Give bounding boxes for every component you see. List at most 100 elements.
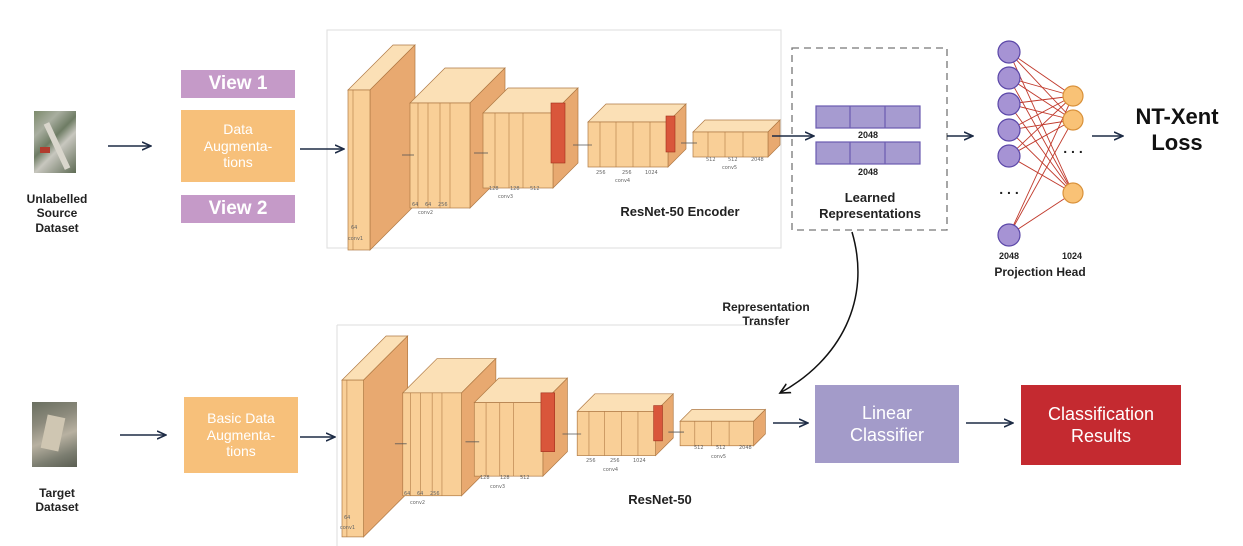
projection-out-label: 1024 — [1061, 251, 1083, 261]
encoder-tick-10: 512 — [706, 157, 716, 163]
network-tick-5: 128 — [500, 475, 510, 481]
encoder-tick-6: 512 — [530, 186, 540, 192]
network-stage-4 — [576, 392, 675, 457]
source-image-road — [43, 122, 71, 170]
encoder-tick-11: 512 — [728, 157, 738, 163]
projection-caption: Projection Head — [994, 265, 1086, 279]
network-stage-5-top — [679, 409, 767, 422]
encoder-tick-0: 64 — [351, 225, 358, 231]
network-tick-3: 256 — [430, 491, 440, 497]
input-node-1 — [997, 66, 1021, 90]
data-augmentations-box: Data Augmenta- tions — [181, 110, 295, 182]
network-tick-10: 512 — [694, 445, 704, 451]
encoder-stage-name-1: conv2 — [418, 210, 434, 216]
output-node-1 — [1062, 109, 1084, 131]
vector-1 — [815, 105, 921, 129]
network-stage-name-4: conv5 — [711, 454, 727, 460]
network-tick-2: 64 — [417, 491, 424, 497]
projection-out-dots: . . . — [1063, 140, 1083, 156]
network-stage-3-kernel — [540, 392, 555, 452]
source-image — [34, 111, 76, 173]
encoder-stage-1-front — [347, 89, 371, 251]
input-node-4 — [997, 144, 1021, 168]
proj-edge-3-0 — [1008, 95, 1074, 131]
encoder-tick-2: 64 — [425, 202, 432, 208]
proj-edge-0-1 — [1008, 51, 1074, 121]
encoder-stage-4-front — [587, 121, 669, 168]
encoder-stage-5-front — [692, 131, 769, 158]
encoder-stage-name-2: conv3 — [498, 194, 514, 200]
proj-edge-4-0 — [1008, 95, 1074, 157]
output-node-0 — [1062, 85, 1084, 107]
encoder-stage-5-top — [692, 119, 781, 133]
network-tick-4: 128 — [480, 475, 490, 481]
transfer-arrow — [780, 231, 859, 393]
network-stage-name-2: conv3 — [490, 484, 506, 490]
representations-caption: Learned Representations — [819, 190, 921, 221]
source-caption: Unlabelled Source Dataset — [26, 192, 88, 235]
input-node-5 — [997, 223, 1021, 247]
proj-edge-1-1 — [1008, 77, 1074, 121]
encoder-tick-9: 1024 — [645, 170, 658, 176]
input-node-3 — [997, 118, 1021, 142]
encoder-stage-1 — [347, 44, 416, 251]
network-stage-3 — [473, 377, 569, 477]
network-stage-3-front — [473, 402, 544, 477]
basic-augmentations-box: Basic Data Augmenta- tions — [184, 397, 298, 473]
target-image-building — [40, 414, 66, 452]
input-node-2 — [997, 92, 1021, 116]
projection-nodes — [997, 40, 1084, 247]
encoder-stage-4-kernel — [665, 115, 676, 153]
network-tick-8: 256 — [610, 458, 620, 464]
encoder-tick-1: 64 — [412, 202, 419, 208]
encoder-tick-3: 256 — [438, 202, 448, 208]
flow-arrows — [108, 136, 1122, 437]
encoder-tick-12: 2048 — [751, 157, 764, 163]
encoder-title: ResNet-50 Encoder — [620, 204, 740, 219]
network-tick-9: 1024 — [633, 458, 646, 464]
target-caption: Target Dataset — [35, 486, 79, 515]
encoder-stage-name-3: conv4 — [615, 178, 631, 184]
encoder-stage-3-front — [482, 112, 554, 189]
encoder-stage-name-0: conv1 — [348, 236, 364, 242]
encoder-stage-3 — [482, 87, 579, 189]
proj-edge-4-1 — [1008, 119, 1074, 157]
projection-in-label: 2048 — [998, 251, 1020, 261]
network-frame — [336, 324, 775, 546]
proj-edge-5-2 — [1008, 192, 1074, 236]
vector-2 — [815, 141, 921, 165]
network-tick-7: 256 — [586, 458, 596, 464]
output-node-2 — [1062, 182, 1084, 204]
view-2-box: View 2 — [181, 195, 295, 223]
loss-label: NT-Xent Loss — [1135, 104, 1219, 156]
source-image-detail — [40, 147, 50, 153]
network-tick-1: 64 — [404, 491, 411, 497]
network-tick-6: 512 — [520, 475, 530, 481]
projection-in-dots: . . . — [999, 181, 1019, 197]
encoder-tick-5: 128 — [510, 186, 520, 192]
encoder-tick-8: 256 — [622, 170, 632, 176]
classification-results-box: Classification Results — [1021, 385, 1181, 465]
encoder-stage-name-4: conv5 — [722, 165, 738, 171]
vector-1-label: 2048 — [857, 130, 879, 140]
target-image — [32, 402, 77, 467]
encoder-stage-4 — [587, 103, 687, 168]
encoder-blocks — [347, 44, 781, 251]
input-node-0 — [997, 40, 1021, 64]
network-stage-name-0: conv1 — [340, 525, 356, 531]
network-tick-0: 64 — [344, 515, 351, 521]
encoder-tick-7: 256 — [596, 170, 606, 176]
projection-edges — [1008, 51, 1074, 236]
representations-frame — [791, 47, 948, 231]
proj-edge-1-2 — [1008, 77, 1074, 194]
network-stage-1-front — [341, 379, 364, 538]
network-stage-4-front — [576, 411, 656, 456]
network-stage-1 — [341, 335, 409, 538]
network-stage-5-front — [679, 420, 754, 447]
network-tick-12: 2048 — [739, 445, 752, 451]
transfer-label: Representation Transfer — [722, 300, 810, 329]
network-tick-11: 512 — [716, 445, 726, 451]
vector-2-label: 2048 — [857, 167, 879, 177]
encoder-stage-2 — [409, 67, 506, 209]
